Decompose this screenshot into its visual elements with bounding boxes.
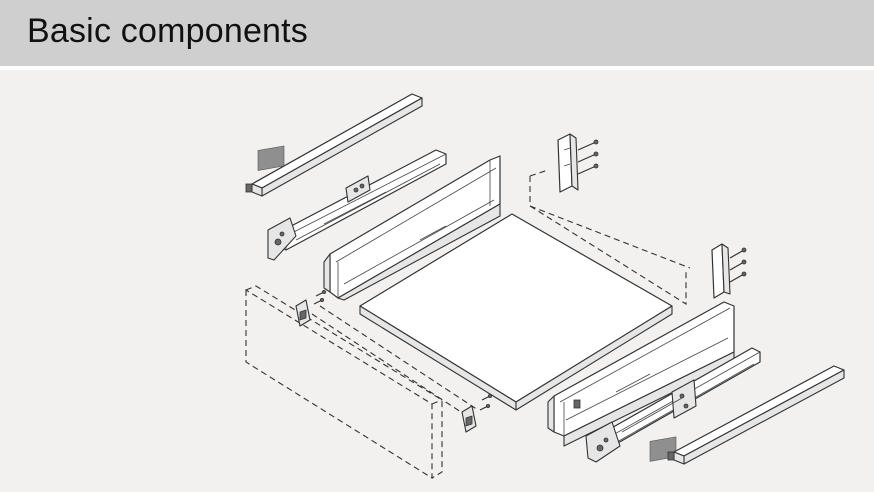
- left-drawer-side: [323, 155, 501, 301]
- header-bar: Basic components: [0, 0, 874, 70]
- right-runner: [585, 347, 761, 463]
- back-panel-outline: [529, 169, 691, 305]
- rear-right-bracket: [711, 243, 747, 299]
- front-guide-dash: [311, 313, 471, 419]
- left-pad: [257, 145, 285, 171]
- rear-left-rail: [245, 93, 423, 197]
- drawer-exploded-svg: [245, 93, 845, 479]
- exploded-view-diagram: [0, 70, 874, 492]
- page-title: Basic components: [27, 12, 309, 50]
- left-runner: [267, 149, 447, 261]
- right-drawer-side: [547, 301, 735, 447]
- front-left-bracket: [295, 289, 326, 327]
- front-right-bracket: [461, 393, 492, 433]
- front-guide-dash-2: [319, 305, 479, 411]
- front-panel-outline: [245, 285, 443, 479]
- front-right-rail: [667, 365, 845, 465]
- rear-left-bracket: [557, 133, 599, 193]
- bottom-panel: [359, 213, 673, 411]
